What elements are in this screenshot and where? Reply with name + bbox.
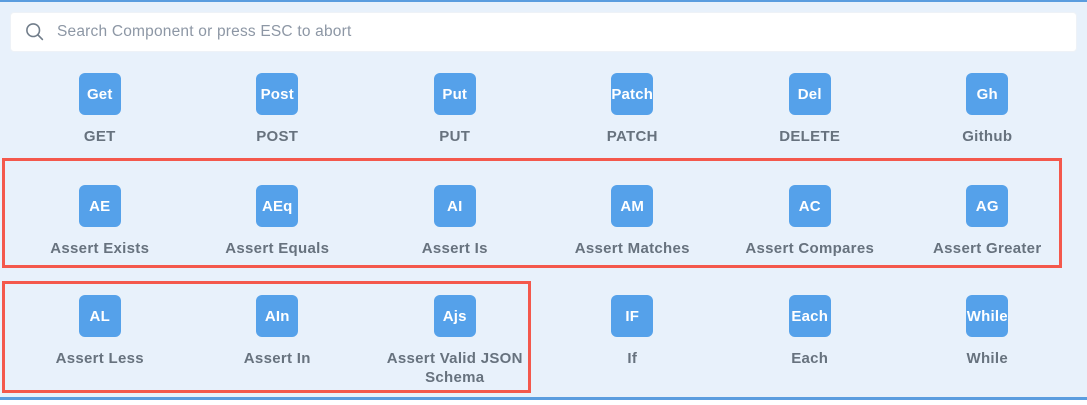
component-item-patch[interactable]: Patch PATCH — [544, 61, 722, 173]
component-item-assert-greater[interactable]: AG Assert Greater — [899, 173, 1077, 283]
component-item-if[interactable]: IF If — [544, 283, 722, 397]
component-label: Assert Equals — [225, 240, 330, 257]
component-tile-get[interactable]: Get — [78, 73, 121, 115]
component-label: Github — [962, 128, 1013, 145]
component-item-assert-matches[interactable]: AM Assert Matches — [544, 173, 722, 283]
component-item-assert-less[interactable]: AL Assert Less — [11, 283, 189, 397]
component-label: Assert Matches — [574, 240, 690, 257]
component-tile-assert-less[interactable]: AL — [78, 295, 121, 337]
component-tile-assert-compares[interactable]: AC — [788, 185, 831, 227]
component-item-github[interactable]: Gh Github — [899, 61, 1077, 173]
component-label: POST — [256, 128, 299, 145]
component-label: GET — [83, 128, 116, 145]
component-label: Assert Valid JSON Schema — [386, 350, 523, 386]
component-tile-while[interactable]: While — [966, 295, 1009, 337]
component-tile-assert-greater[interactable]: AG — [966, 185, 1009, 227]
component-item-while[interactable]: While While — [899, 283, 1077, 397]
component-tile-if[interactable]: IF — [611, 295, 654, 337]
component-item-assert-valid-json-schema[interactable]: Ajs Assert Valid JSON Schema — [366, 283, 544, 397]
search-icon — [25, 22, 45, 42]
component-label: Assert In — [243, 350, 311, 367]
component-label: If — [627, 350, 638, 367]
search-input[interactable] — [57, 23, 1062, 41]
component-tile-assert-in[interactable]: AIn — [256, 295, 299, 337]
component-item-put[interactable]: Put PUT — [366, 61, 544, 173]
component-tile-each[interactable]: Each — [788, 295, 831, 337]
component-item-assert-compares[interactable]: AC Assert Compares — [721, 173, 899, 283]
component-label: PATCH — [606, 128, 658, 145]
component-tile-post[interactable]: Post — [256, 73, 299, 115]
component-tile-github[interactable]: Gh — [966, 73, 1009, 115]
component-label: Assert Exists — [50, 240, 150, 257]
component-label: Assert Compares — [745, 240, 875, 257]
component-tile-assert-valid-json-schema[interactable]: Ajs — [433, 295, 476, 337]
component-item-assert-exists[interactable]: AE Assert Exists — [11, 173, 189, 283]
component-item-delete[interactable]: Del DELETE — [721, 61, 899, 173]
component-grid: Get GET Post POST Put PUT Patch PATCH De… — [11, 61, 1076, 397]
component-item-post[interactable]: Post POST — [189, 61, 367, 173]
component-label: Assert Greater — [933, 240, 1042, 257]
component-item-each[interactable]: Each Each — [721, 283, 899, 397]
component-label: Assert Is — [421, 240, 488, 257]
component-tile-assert-is[interactable]: AI — [433, 185, 476, 227]
component-tile-assert-matches[interactable]: AM — [611, 185, 654, 227]
component-label: While — [966, 350, 1008, 367]
component-tile-put[interactable]: Put — [433, 73, 476, 115]
component-tile-delete[interactable]: Del — [788, 73, 831, 115]
component-item-assert-equals[interactable]: AEq Assert Equals — [189, 173, 367, 283]
component-item-assert-is[interactable]: AI Assert Is — [366, 173, 544, 283]
search-bar[interactable] — [10, 12, 1077, 52]
component-tile-patch[interactable]: Patch — [611, 73, 654, 115]
component-item-assert-in[interactable]: AIn Assert In — [189, 283, 367, 397]
component-label: DELETE — [779, 128, 841, 145]
component-label: PUT — [439, 128, 471, 145]
component-label: Assert Less — [55, 350, 144, 367]
component-item-get[interactable]: Get GET — [11, 61, 189, 173]
component-label: Each — [791, 350, 829, 367]
component-tile-assert-exists[interactable]: AE — [78, 185, 121, 227]
component-tile-assert-equals[interactable]: AEq — [256, 185, 299, 227]
